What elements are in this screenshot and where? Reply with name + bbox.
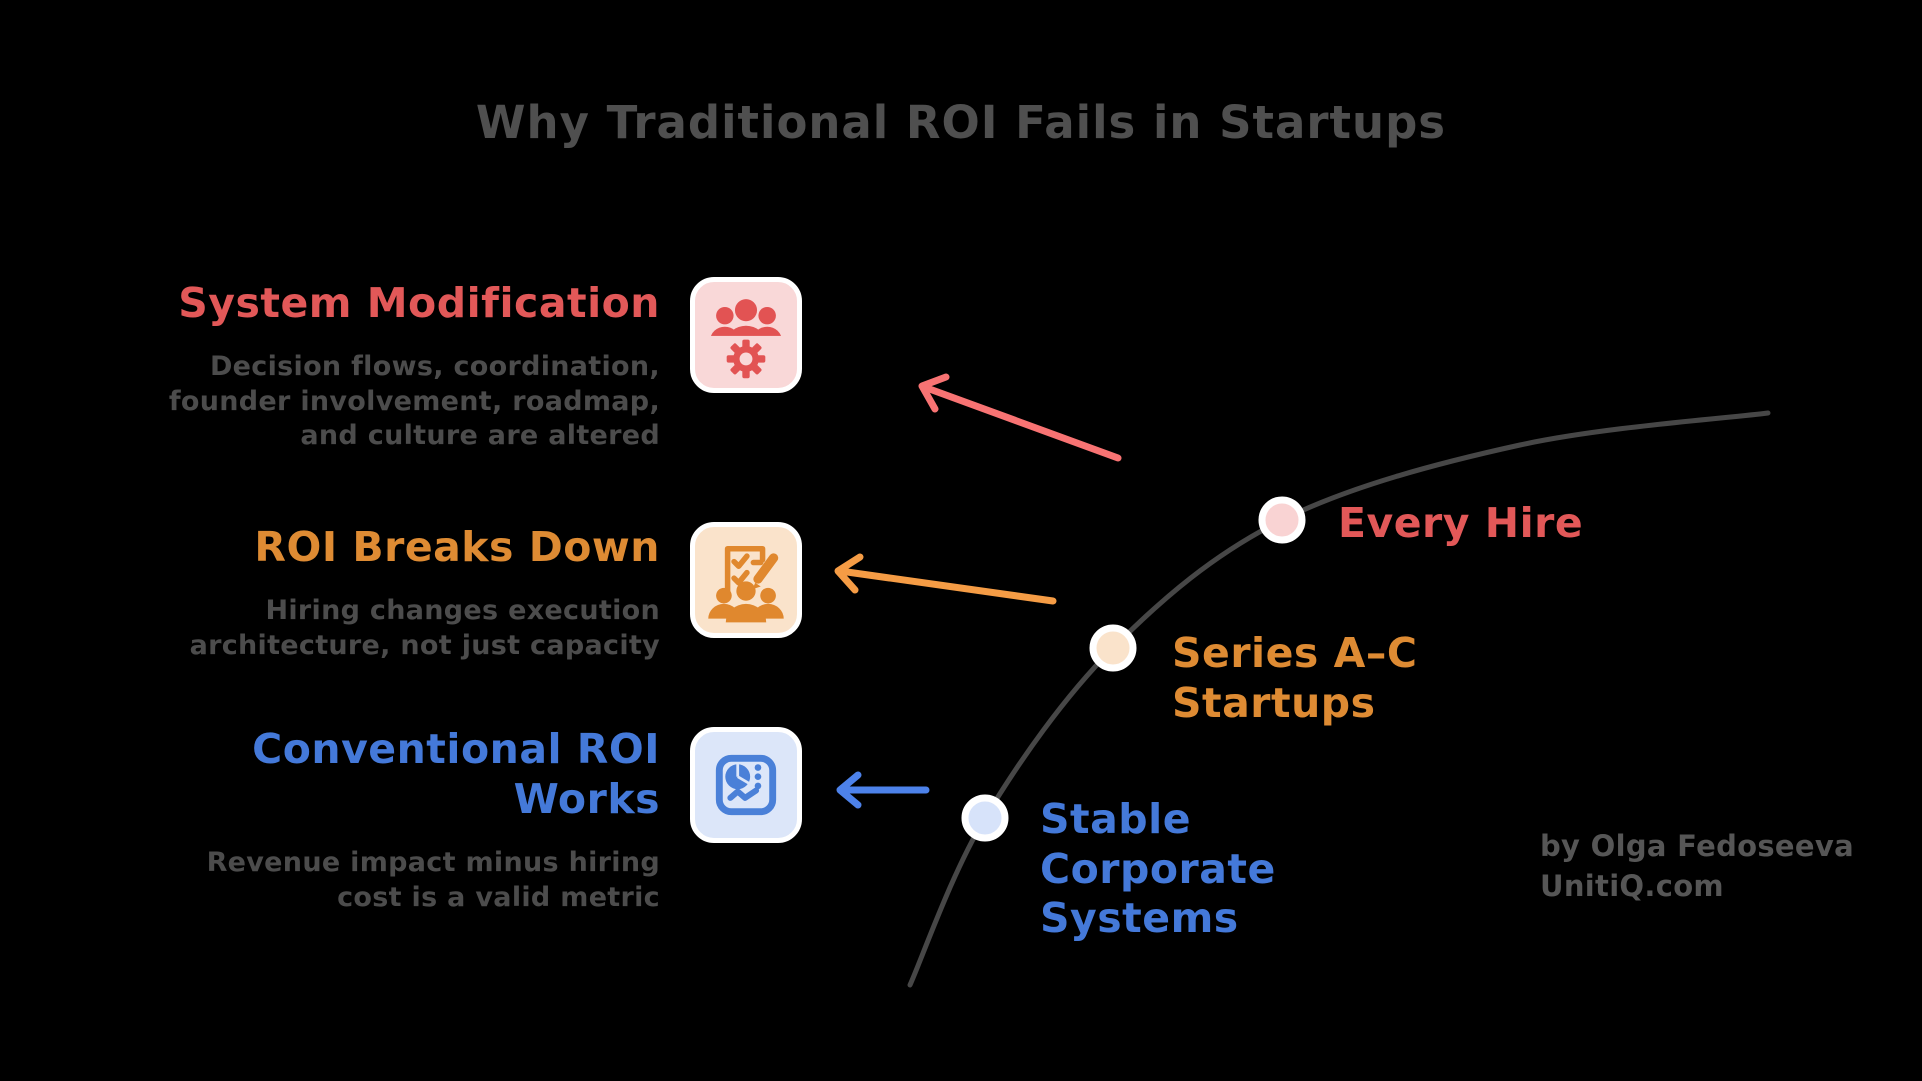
every-hire-label: Every Hire xyxy=(1338,499,1583,549)
checklist-people-icon xyxy=(708,545,784,623)
desc-line: Decision flows, coordination, xyxy=(209,351,660,383)
blue-arrow xyxy=(836,771,930,809)
series-a-c-dot xyxy=(1089,624,1137,672)
desc-line: founder involvement, roadmap, xyxy=(168,385,660,417)
roi-breaks-down-card xyxy=(690,522,802,638)
stage-conventional-roi-works: Conventional ROI Works Revenue impact mi… xyxy=(20,724,660,915)
stage-heading-system-modification: System Modification xyxy=(178,279,660,327)
desc-line: Hiring changes execution xyxy=(265,595,660,627)
stable-corporate-dot xyxy=(961,794,1009,842)
label-line: Every Hire xyxy=(1338,499,1584,547)
stage-roi-breaks-down: ROI Breaks Down Hiring changes execution… xyxy=(20,522,660,663)
credit-site: UnitiQ.com xyxy=(1540,869,1724,904)
label-line: Series A–C xyxy=(1172,629,1418,677)
stable-corporate-systems-label: Stable Corporate Systems xyxy=(1040,795,1276,944)
stage-heading-conventional-roi-works: Conventional ROI Works xyxy=(20,724,660,824)
desc-line: and culture are altered xyxy=(300,420,660,452)
desc-line: architecture, not just capacity xyxy=(189,629,660,661)
label-line: Systems xyxy=(1040,894,1239,943)
label-line: Stable xyxy=(1040,795,1192,843)
stage-description-conventional-roi-works: Revenue impact minus hiring cost is a va… xyxy=(20,846,660,915)
team-gear-icon xyxy=(703,299,789,379)
heading-line: Works xyxy=(513,775,660,824)
label-line: Startups xyxy=(1172,678,1376,727)
series-a-c-startups-label: Series A–C Startups xyxy=(1172,629,1417,728)
stage-system-modification: System Modification Decision flows, coor… xyxy=(20,278,660,454)
desc-line: cost is a valid metric xyxy=(337,881,660,913)
heading-line: Conventional ROI xyxy=(252,725,660,773)
system-modification-card xyxy=(690,277,802,393)
stage-heading-roi-breaks-down: ROI Breaks Down xyxy=(254,523,660,571)
orange-arrow xyxy=(834,553,1057,605)
every-hire-dot xyxy=(1258,496,1306,544)
author-credit: by Olga Fedoseeva UnitiQ.com xyxy=(1540,826,1854,906)
page-title: Why Traditional ROI Fails in Startups xyxy=(475,96,1447,149)
stage-description-roi-breaks-down: Hiring changes execution architecture, n… xyxy=(20,594,660,663)
desc-line: Revenue impact minus hiring xyxy=(206,847,660,879)
conventional-roi-works-card xyxy=(690,727,802,843)
stage-description-system-modification: Decision flows, coordination, founder in… xyxy=(20,350,660,454)
red-arrow xyxy=(918,373,1122,462)
label-line: Corporate xyxy=(1040,844,1276,893)
dashboard-chart-icon xyxy=(715,754,777,816)
credit-author: by Olga Fedoseeva xyxy=(1540,829,1854,863)
